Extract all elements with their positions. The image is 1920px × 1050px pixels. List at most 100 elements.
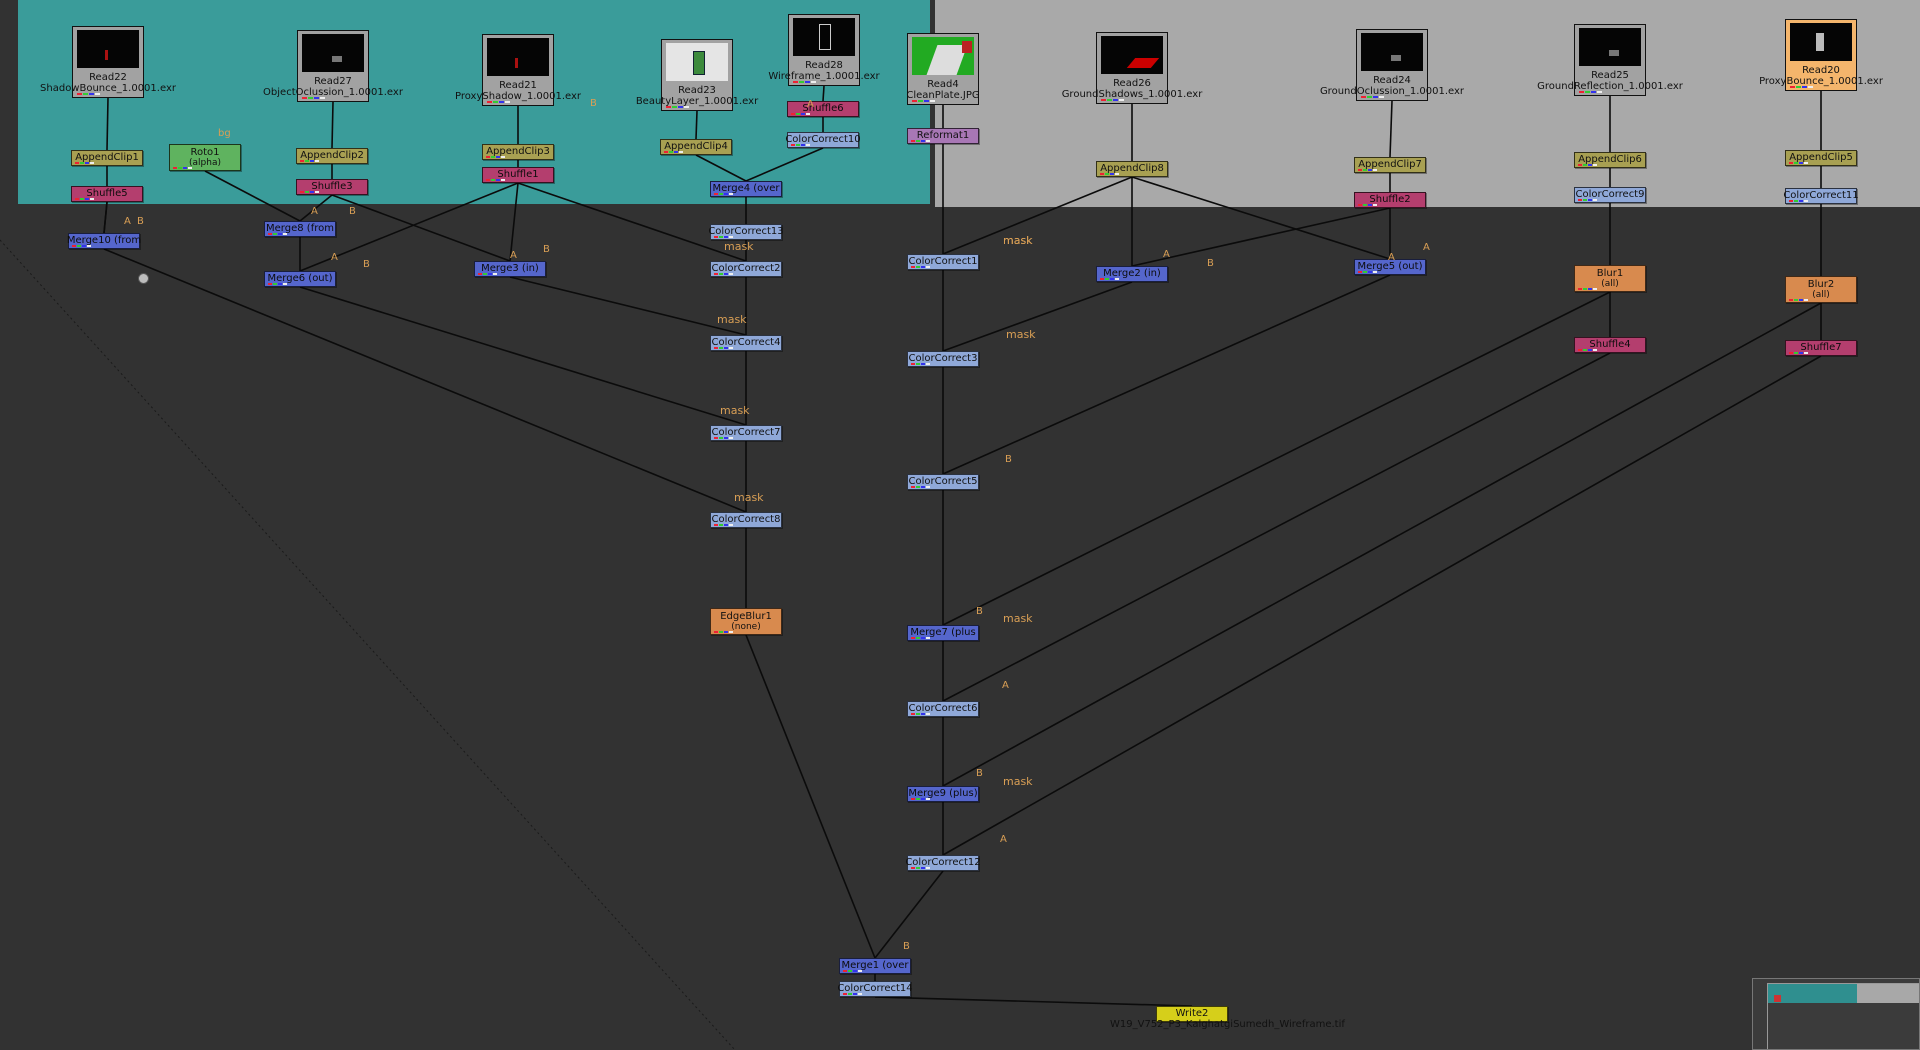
merge-node-merge9[interactable]: Merge9 (plus) (907, 786, 979, 802)
colorcorrect-node-colorcorrect11[interactable]: ColorCorrect11 (1783, 188, 1859, 204)
minimap-viewport[interactable] (1767, 983, 1919, 1049)
shuffle-node-shuffle3[interactable]: Shuffle3 (296, 179, 368, 195)
thumbnail-image (912, 37, 974, 75)
pipe-input-label: A (124, 216, 131, 227)
node-sublabel: (alpha) (189, 157, 221, 168)
colorcorrect-node-colorcorrect6[interactable]: ColorCorrect6 (907, 701, 979, 717)
append-node-appendclip8[interactable]: AppendClip8 (1096, 161, 1168, 177)
shuffle-node-shuffle1[interactable]: Shuffle1 (482, 167, 554, 183)
merge-node-merge3[interactable]: Merge3 (in) (474, 261, 546, 277)
reformat-node-reformat1[interactable]: Reformat1 (907, 128, 979, 144)
colorcorrect-node-colorcorrect10[interactable]: ColorCorrect10 (785, 132, 861, 148)
merge-node-merge8[interactable]: Merge8 (from (264, 221, 336, 237)
node-label: Merge2 (in) (1103, 268, 1161, 279)
colorcorrect-node-colorcorrect12[interactable]: ColorCorrect12 (905, 855, 981, 871)
node-label: Merge6 (out) (267, 273, 333, 284)
colorcorrect-node-colorcorrect5[interactable]: ColorCorrect5 (907, 474, 979, 490)
node-label: ColorCorrect6 (908, 703, 978, 714)
edge-blur2-to-merge9 (942, 302, 1822, 787)
dot-node[interactable] (138, 273, 149, 284)
blur-node-blur2[interactable]: Blur2(all) (1785, 276, 1857, 303)
edge-colorcorrect14-to-write2 (874, 996, 1193, 1007)
blur-node-blur1[interactable]: Blur1(all) (1574, 265, 1646, 292)
write-filename: W19_V752_P3_KalghatgiSumedh_Wireframe.ti… (1110, 1019, 1345, 1030)
minimap-teal (1767, 983, 1857, 1003)
node-label: ColorCorrect3 (908, 353, 978, 364)
write-node-write2[interactable]: Write2 (1156, 1006, 1228, 1022)
merge-node-merge2[interactable]: Merge2 (in) (1096, 266, 1168, 282)
append-node-appendclip3[interactable]: AppendClip3 (482, 144, 554, 160)
merge-node-merge7[interactable]: Merge7 (plus (907, 625, 979, 641)
colorcorrect-node-colorcorrect8[interactable]: ColorCorrect8 (710, 512, 782, 528)
shuffle-node-shuffle4[interactable]: Shuffle4 (1574, 337, 1646, 353)
merge-node-merge10[interactable]: Merge10 (from (67, 233, 141, 249)
shuffle-node-shuffle7[interactable]: Shuffle7 (1785, 340, 1857, 356)
colorcorrect-node-colorcorrect13[interactable]: ColorCorrect13 (708, 224, 784, 240)
pipe-input-label: B (976, 768, 983, 779)
colorcorrect-node-colorcorrect7[interactable]: ColorCorrect7 (710, 425, 782, 441)
colorcorrect-node-colorcorrect14[interactable]: ColorCorrect14 (837, 981, 913, 997)
edge-appendclip8-to-merge5 (1131, 176, 1391, 260)
node-label: Merge1 (over (841, 960, 909, 971)
colorcorrect-node-colorcorrect4[interactable]: ColorCorrect4 (710, 335, 782, 351)
thumbnail-image (1361, 33, 1423, 71)
merge-node-merge5[interactable]: Merge5 (out) (1354, 259, 1426, 275)
append-node-appendclip1[interactable]: AppendClip1 (71, 150, 143, 166)
merge-node-merge1[interactable]: Merge1 (over (839, 958, 911, 974)
node-label: AppendClip8 (1100, 163, 1164, 174)
edge-read22-to-appendclip1 (106, 97, 109, 151)
mask-input-label: mask (1003, 234, 1033, 247)
shuffle-node-shuffle2[interactable]: Shuffle2 (1354, 192, 1426, 208)
node-label: Write2 (1175, 1008, 1209, 1019)
read-node-name: Read4 (927, 79, 959, 90)
merge-node-merge4[interactable]: Merge4 (over (710, 181, 782, 197)
blur-node-edgeblur1[interactable]: EdgeBlur1(none) (710, 608, 782, 635)
node-sublabel: (all) (1812, 289, 1830, 300)
mask-input-label: mask (1003, 612, 1033, 625)
edge-shuffle7-to-colorcorrect12 (942, 355, 1822, 856)
pipe-input-label: B (1005, 454, 1012, 465)
pipe-input-label: A (1388, 252, 1395, 263)
colorcorrect-node-colorcorrect1[interactable]: ColorCorrect1 (907, 254, 979, 270)
read-node-name: Read26 (1113, 78, 1151, 89)
thumbnail-image (793, 18, 855, 56)
read-node-name: Read27 (314, 76, 352, 87)
colorcorrect-node-colorcorrect3[interactable]: ColorCorrect3 (907, 351, 979, 367)
colorcorrect-node-colorcorrect2[interactable]: ColorCorrect2 (710, 261, 782, 277)
colorcorrect-node-colorcorrect9[interactable]: ColorCorrect9 (1574, 187, 1646, 203)
append-node-appendclip4[interactable]: AppendClip4 (660, 139, 732, 155)
read-node-name: Read21 (499, 80, 537, 91)
append-node-appendclip2[interactable]: AppendClip2 (296, 148, 368, 164)
node-label: Merge3 (in) (481, 263, 539, 274)
shuffle-node-shuffle5[interactable]: Shuffle5 (71, 186, 143, 202)
merge-node-merge6[interactable]: Merge6 (out) (264, 271, 336, 287)
roto-node-roto1[interactable]: Roto1(alpha) (169, 144, 241, 171)
edge-read23-to-appendclip4 (695, 110, 698, 140)
mask-input-label: mask (724, 240, 754, 253)
minimap-navigator[interactable] (1752, 978, 1920, 1050)
append-node-appendclip6[interactable]: AppendClip6 (1574, 152, 1646, 168)
shuffle-node-shuffle6[interactable]: Shuffle6 (787, 101, 859, 117)
edge-shuffle3-to-merge3 (331, 194, 511, 262)
pipe-input-label: B (590, 98, 597, 109)
append-node-appendclip5[interactable]: AppendClip5 (1785, 150, 1857, 166)
append-node-appendclip7[interactable]: AppendClip7 (1354, 157, 1426, 173)
pipe-input-label: A (331, 252, 338, 263)
edge-merge2-to-colorcorrect3 (942, 281, 1133, 352)
read-node-file: ProxyShadow_1.0001.exr (454, 91, 582, 102)
edge-shuffle4-to-colorcorrect6 (942, 352, 1611, 702)
